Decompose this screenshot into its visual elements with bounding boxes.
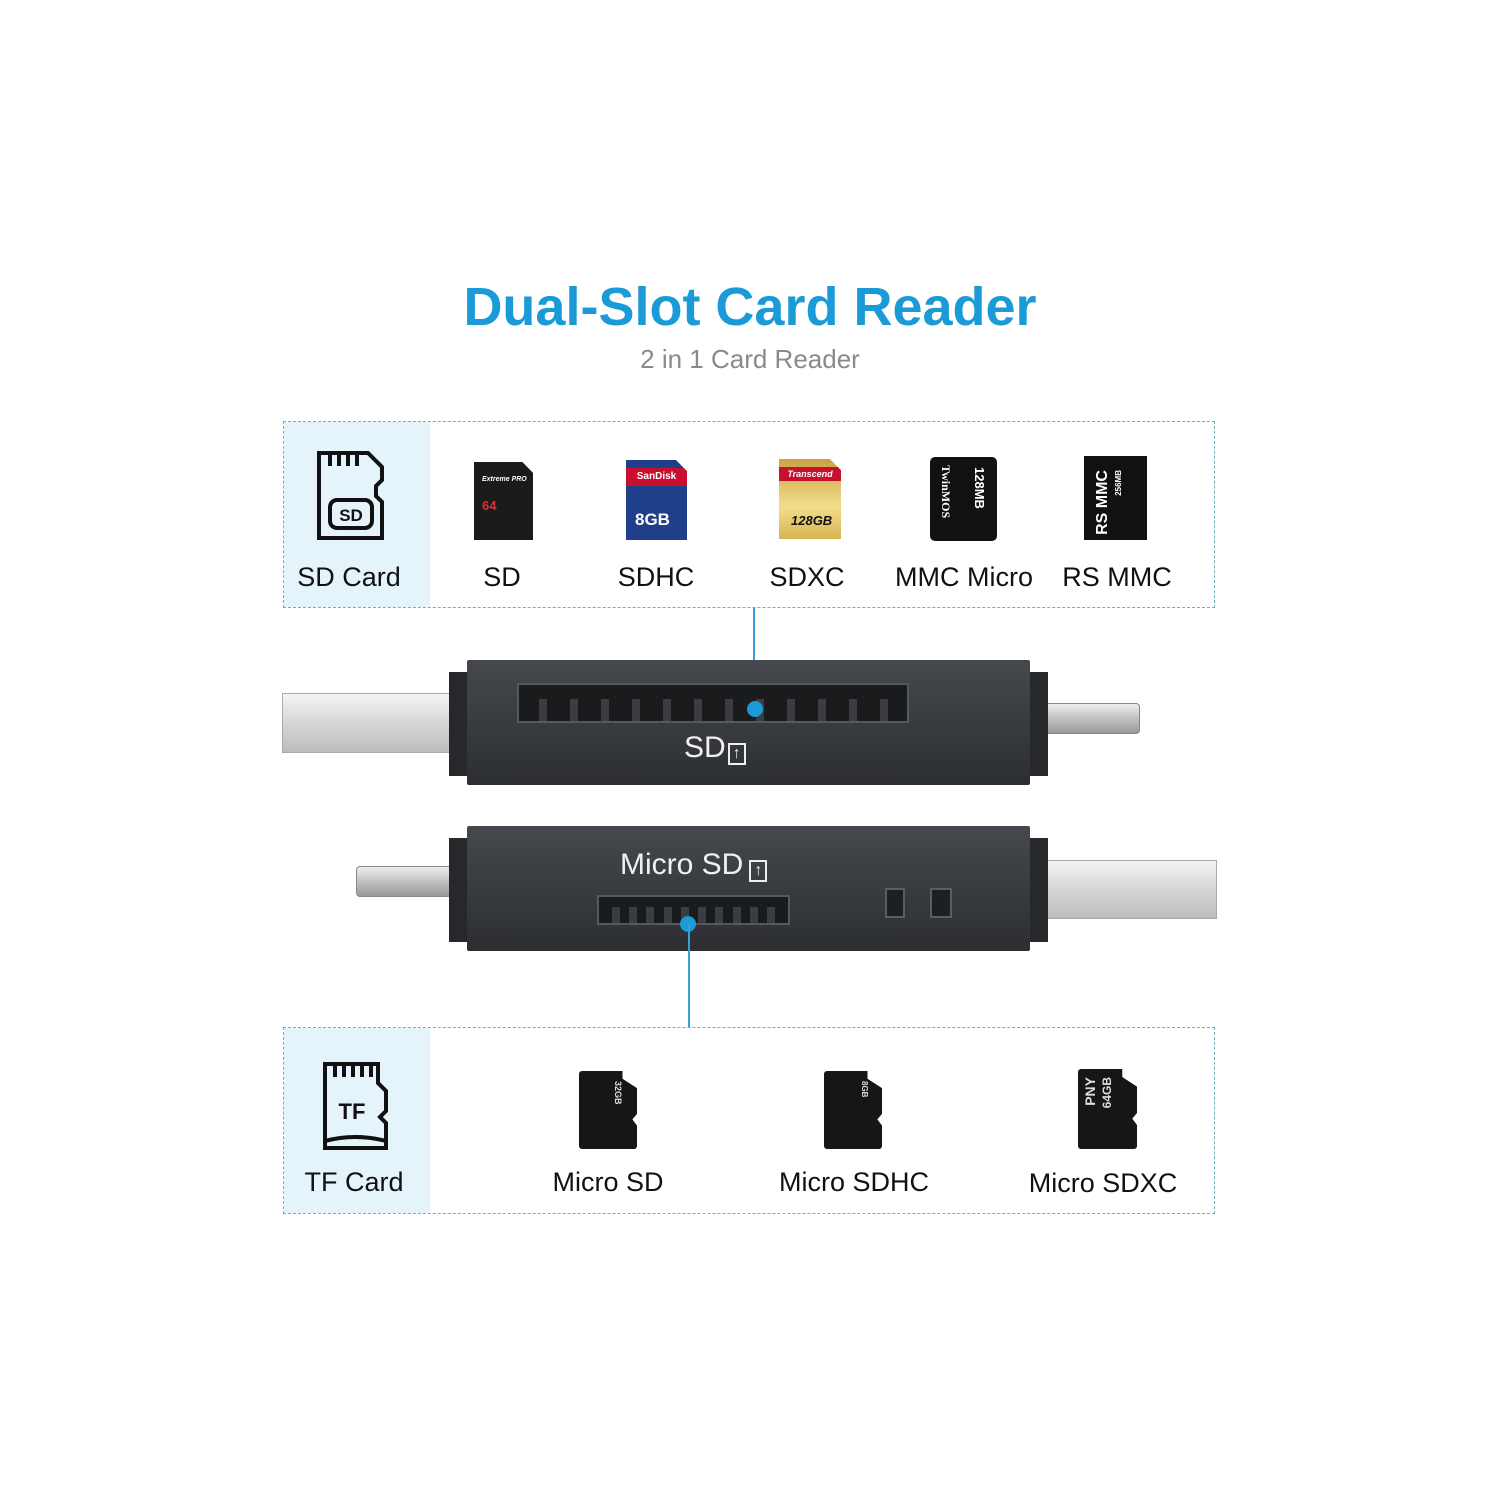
micro-sd-card-image: 32GB (579, 1071, 637, 1149)
tf-card-icon: TF (323, 1062, 388, 1150)
micro-sdxc-card-image: PNY 64GB (1078, 1069, 1137, 1149)
page-title: Dual-Slot Card Reader (463, 277, 1037, 337)
reader-end-cap (449, 672, 471, 776)
card-label-sdhc: SDHC (617, 562, 695, 592)
sdxc-card-image: Transcend 128GB (779, 459, 841, 539)
sd-slot-label: SD↑ (684, 731, 746, 765)
rs-mmc-card-image: RS MMC 256MB (1084, 456, 1147, 540)
sd-slot-marker (747, 701, 763, 717)
tf-card-panel: TF TF Card 32GB Micro SD 8GB Micro SDHC … (283, 1027, 1215, 1214)
page-subtitle: 2 in 1 Card Reader (640, 344, 860, 374)
card-label-sdxc: SDXC (769, 562, 845, 592)
reader-end-cap (1026, 838, 1048, 942)
card-label-sd: SD (483, 562, 521, 592)
sdhc-card-image: SanDisk 8GB (626, 460, 687, 540)
sd-card-icon: SD (317, 451, 384, 540)
rs-mmc-capacity: 256MB (1114, 470, 1123, 496)
category-label-sd-card: SD Card (297, 562, 401, 592)
usb-a-connector (282, 693, 452, 753)
card-insert-icon: ↑ (749, 860, 768, 882)
reader-end-cap (449, 838, 471, 942)
indicator-window (930, 888, 952, 918)
reader-end-cap (1026, 672, 1048, 776)
card-label-micro-sdxc: Micro SDXC (1028, 1168, 1178, 1198)
usb-c-connector (1044, 703, 1140, 734)
card-label-micro-sd: Micro SD (552, 1167, 664, 1197)
micro-sd-card-reader-body: Micro SD↑ (467, 826, 1030, 951)
card-insert-icon: ↑ (727, 743, 746, 765)
micro-sd-slot-label: Micro SD↑ (620, 848, 768, 882)
card-label-mmc-micro: MMC Micro (895, 562, 1033, 592)
micro-sdhc-card-image: 8GB (824, 1071, 882, 1149)
card-label-rs-mmc: RS MMC (1062, 562, 1172, 592)
tf-category-panel (284, 1028, 430, 1213)
mmc-micro-card-image: 128MB TwinMOS (930, 457, 997, 541)
sd-card-panel: SD SD Card Extreme PRO 64 SD SanDisk 8GB… (283, 421, 1215, 608)
card-label-micro-sdhc: Micro SDHC (778, 1167, 929, 1197)
svg-text:TF: TF (339, 1099, 366, 1124)
sd-card-slot[interactable] (517, 683, 909, 723)
category-label-tf-card: TF Card (304, 1167, 404, 1197)
usb-c-connector (356, 866, 452, 897)
sd-slot-connector-line (753, 608, 755, 710)
micro-sd-slot-connector-line (688, 924, 690, 1027)
sd-card-reader-body: SD↑ (467, 660, 1030, 785)
usb-a-connector (1045, 860, 1217, 919)
svg-text:SD: SD (339, 506, 363, 525)
sd-card-image: Extreme PRO 64 (474, 462, 533, 540)
indicator-window (885, 888, 905, 918)
